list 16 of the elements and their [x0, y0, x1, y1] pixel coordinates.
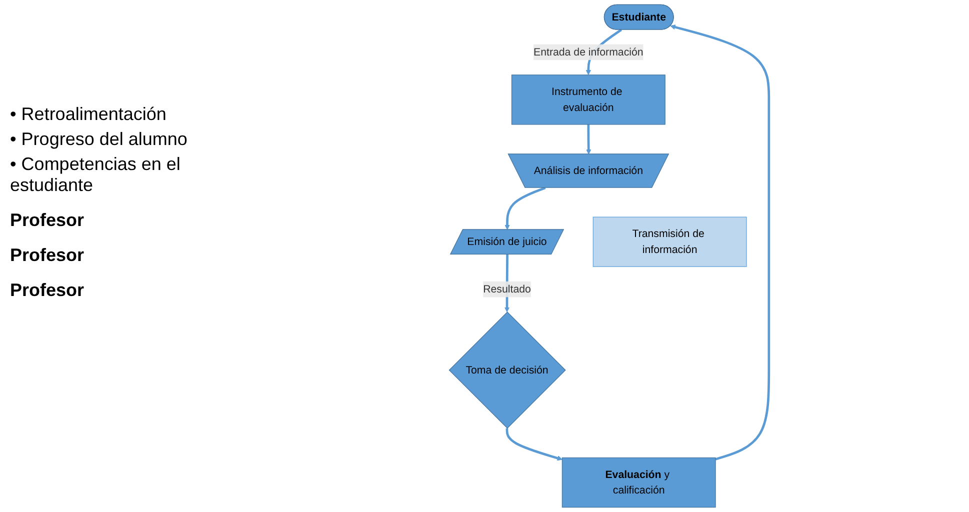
bullet-item: • Competencias en el estudiante	[10, 154, 182, 196]
role-label: Profesor	[10, 245, 86, 266]
arrow	[586, 124, 592, 154]
node-box: Instrumento de evaluación	[512, 74, 666, 125]
bullet-item: • Retroalimentación	[10, 104, 168, 125]
arrow	[506, 428, 563, 461]
bullet-item: • Progreso del alumno	[10, 129, 188, 150]
edge-label: Resultado	[484, 283, 532, 295]
arrow	[670, 24, 771, 460]
arrow	[505, 186, 546, 230]
node-box: Evaluación y calificación	[562, 457, 716, 508]
role-label: Profesor	[10, 210, 86, 231]
node-diamond: Toma de decisión	[449, 312, 566, 429]
edge-label: Entrada de información	[534, 46, 644, 58]
role-label: Profesor	[10, 280, 86, 301]
node-box: Transmisión de información	[593, 216, 748, 267]
